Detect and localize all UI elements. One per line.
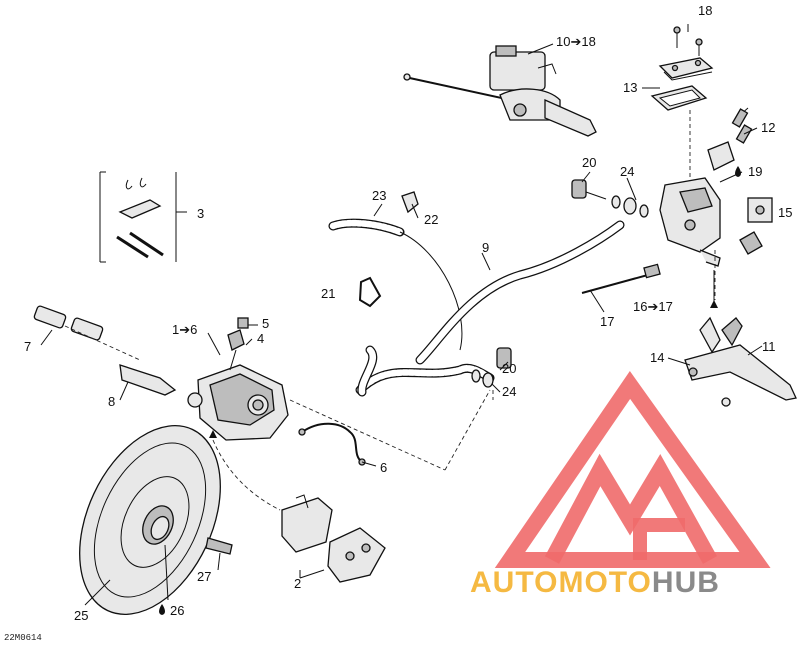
drop-icon (735, 166, 741, 177)
brake-line-6 (298, 422, 366, 466)
label-24-upper: 24 (620, 164, 634, 179)
part-number-labels: 18 10➔18 13 12 19 15 20 24 23 22 9 3 21 … (24, 3, 792, 623)
label-4: 4 (257, 331, 264, 346)
label-15: 15 (778, 205, 792, 220)
label-13: 13 (623, 80, 637, 95)
leader-lines (212, 389, 494, 511)
label-23: 23 (372, 188, 386, 203)
watermark-part1: AUTOMOTO (470, 566, 652, 599)
brake-disc (79, 425, 233, 615)
label-20-upper: 20 (582, 155, 596, 170)
hardware-kit-3 (99, 171, 164, 263)
label-18: 18 (698, 3, 712, 18)
brake-lever-assembly (684, 316, 797, 407)
drop-icon (159, 604, 165, 615)
pins-and-bracket (33, 305, 177, 396)
label-14: 14 (650, 350, 664, 365)
main-caliper (187, 317, 289, 441)
label-19: 19 (748, 164, 762, 179)
label-5: 5 (262, 316, 269, 331)
label-16-17: 16➔17 (633, 299, 673, 314)
master-cylinder-assembly (403, 45, 597, 137)
arrow-icon (209, 430, 217, 438)
clamp-and-screws (707, 107, 753, 171)
label-12: 12 (761, 120, 775, 135)
brake-pads (281, 494, 386, 583)
label-7: 7 (24, 339, 31, 354)
label-9: 9 (482, 240, 489, 255)
label-22: 22 (424, 212, 438, 227)
label-10-18: 10➔18 (556, 34, 596, 49)
label-24-lower: 24 (502, 384, 516, 399)
watermark-wordmark: AUTOMOTOHUB (470, 566, 720, 599)
arrow-icon (710, 300, 718, 308)
watermark-part2: HUB (652, 566, 720, 599)
label-3: 3 (197, 206, 204, 221)
automotohub-logo (494, 371, 771, 568)
label-2: 2 (294, 576, 301, 591)
label-21: 21 (321, 286, 335, 301)
reservoir-cover-assembly (650, 26, 714, 180)
label-11: 11 (762, 339, 776, 354)
label-17: 17 (600, 314, 614, 329)
label-27: 27 (197, 569, 211, 584)
label-6: 6 (380, 460, 387, 475)
label-20-lower: 20 (502, 361, 516, 376)
label-26: 26 (170, 603, 184, 618)
drawing-code: 22M0614 (4, 633, 42, 643)
label-8: 8 (108, 394, 115, 409)
label-1-6: 1➔6 (172, 322, 197, 337)
banjo-fittings-upper (571, 179, 649, 218)
caliper-body-upper (659, 177, 721, 300)
small-insert-parts (739, 197, 773, 255)
label-25: 25 (74, 608, 88, 623)
drop-icons (159, 166, 741, 615)
